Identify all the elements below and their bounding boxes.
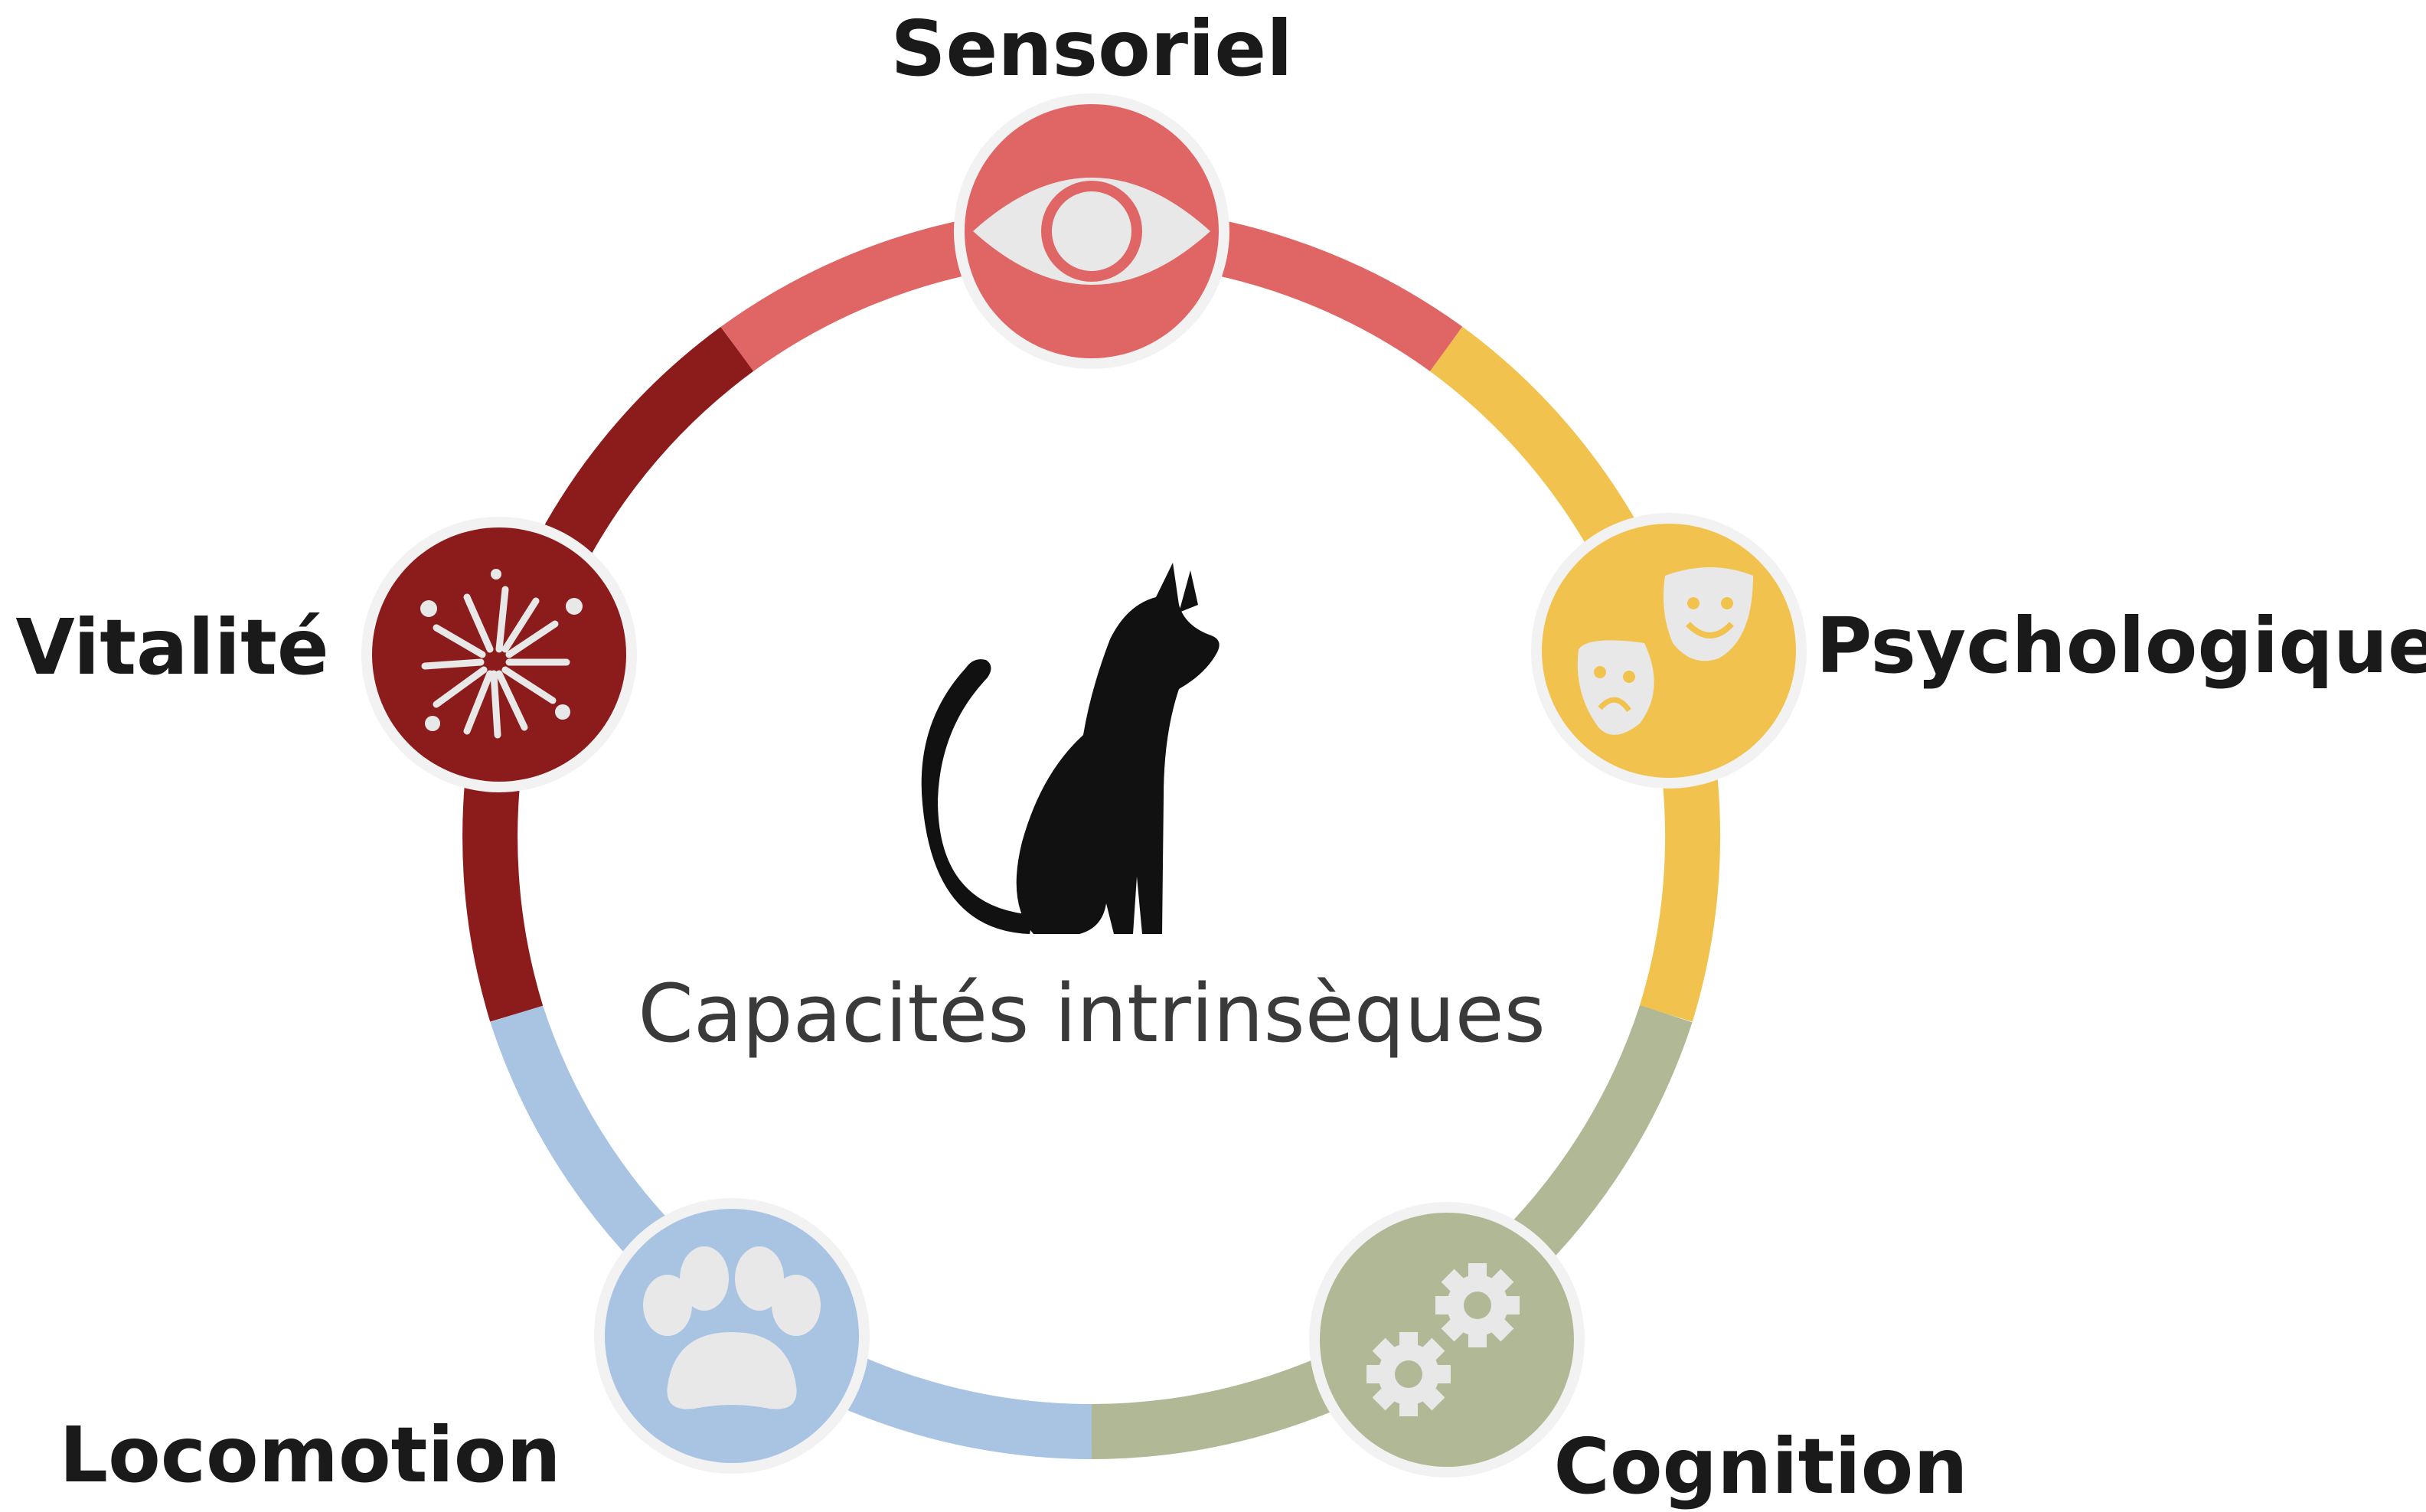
- node-psychologique: [1531, 513, 1807, 789]
- node-sensoriel: [954, 93, 1229, 369]
- paw-icon: [643, 1246, 821, 1409]
- label-vitalite: Vitalité: [15, 603, 328, 692]
- gears-icon: [1366, 1263, 1520, 1416]
- label-locomotion: Locomotion: [59, 1410, 560, 1500]
- eye-icon: [973, 178, 1210, 285]
- theater-masks-icon: [1577, 567, 1753, 735]
- cat-icon: [921, 563, 1220, 934]
- center-title: Capacités intrinsèques: [638, 967, 1546, 1060]
- node-locomotion: [594, 1198, 870, 1474]
- node-vitalite: [361, 517, 637, 792]
- label-sensoriel: Sensoriel: [891, 4, 1293, 93]
- fireworks-icon: [420, 569, 583, 739]
- label-cognition: Cognition: [1553, 1422, 1967, 1511]
- node-cognition: [1309, 1202, 1585, 1478]
- label-psychologique: Psychologique: [1816, 601, 2426, 691]
